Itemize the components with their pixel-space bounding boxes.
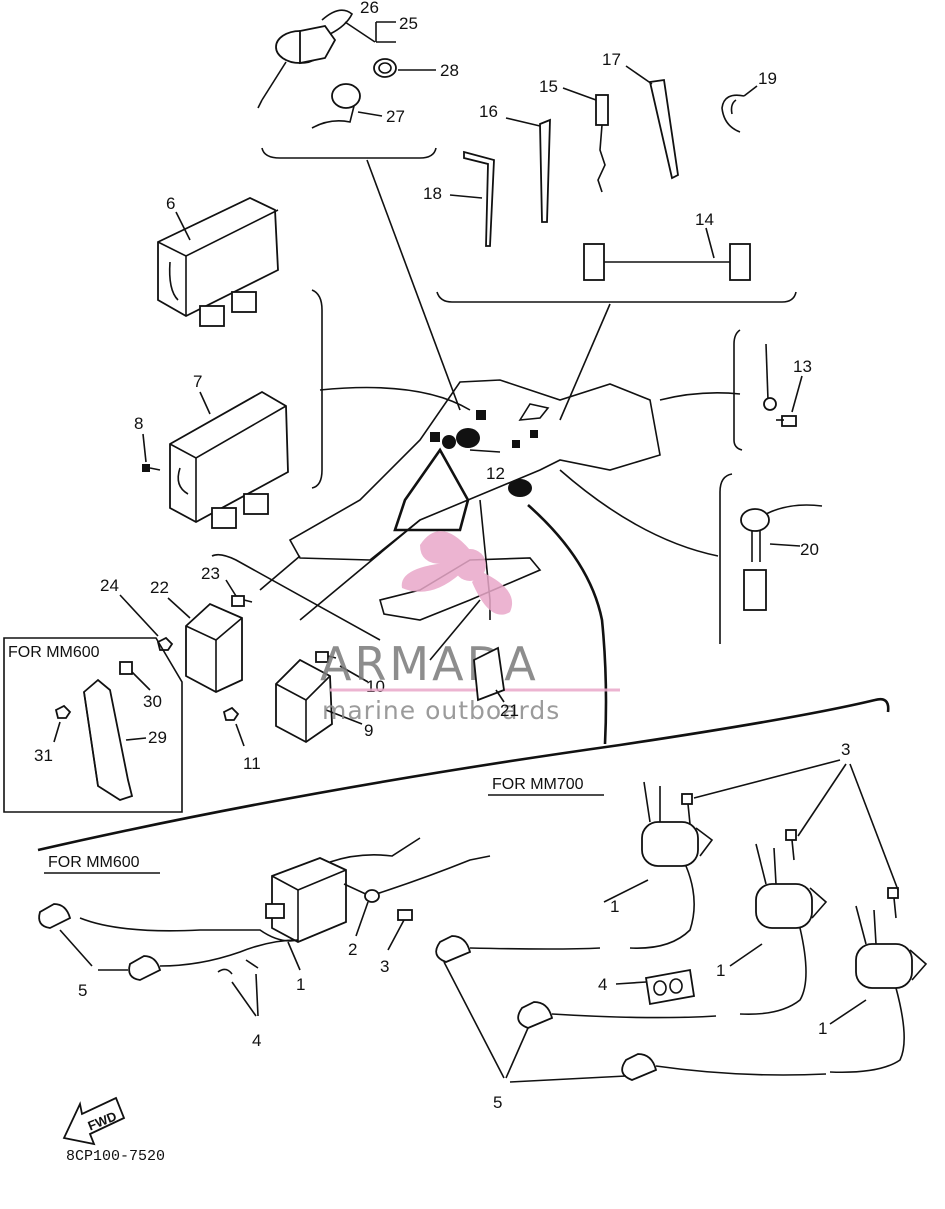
callout-24: 24 [100, 576, 119, 595]
callout-5-mm600: 5 [78, 981, 87, 1000]
callout-4-mm600: 4 [252, 1031, 261, 1050]
callout-7: 7 [193, 372, 202, 391]
callout-6: 6 [166, 194, 175, 213]
wire-band-group [436, 65, 797, 421]
cdi-unit-6 [157, 197, 279, 327]
switch-20 [719, 473, 823, 644]
callout-23: 23 [201, 564, 220, 583]
callout-12: 12 [486, 464, 505, 483]
callout-25: 25 [399, 14, 418, 33]
propeller-logo-icon [401, 531, 513, 615]
callout-28: 28 [440, 61, 459, 80]
fwd-arrow-icon: FWD [62, 1096, 126, 1146]
callout-13: 13 [793, 357, 812, 376]
callout-27: 27 [386, 107, 405, 126]
callout-3-mm700: 3 [841, 740, 850, 759]
callout-21: 21 [500, 701, 519, 720]
callout-4-mm700: 4 [598, 975, 607, 994]
callout-3-mm600: 3 [380, 957, 389, 976]
callout-19: 19 [758, 69, 777, 88]
section-divider [37, 697, 890, 852]
section-label-mm600-inset: FOR MM600 [8, 644, 100, 661]
relay-9 [222, 651, 369, 747]
callout-31: 31 [34, 746, 53, 765]
callout-5-mm700: 5 [493, 1093, 502, 1112]
callout-2: 2 [348, 940, 357, 959]
mm600-inset-box [3, 637, 183, 813]
regulator-22 [119, 553, 381, 694]
callout-20: 20 [800, 540, 819, 559]
ignition-key-group [257, 9, 461, 411]
section-label-mm700: FOR MM700 [492, 776, 584, 793]
ground-bolt-13 [733, 329, 803, 451]
part-code: 8CP100-7520 [66, 1148, 165, 1165]
watermark-brand: ARMADA [320, 637, 539, 691]
callout-29: 29 [148, 728, 167, 747]
section-label-mm600-lower: FOR MM600 [48, 854, 140, 871]
callout-22: 22 [150, 578, 169, 597]
cdi-unit-7 [142, 289, 323, 529]
mm600-ignition-coil [38, 837, 491, 1017]
callout-1-lower: 1 [818, 1019, 827, 1038]
callout-18: 18 [423, 184, 442, 203]
callout-1-mm600: 1 [296, 975, 305, 994]
callout-11: 11 [243, 754, 261, 773]
mm700-ignition-coils [435, 759, 928, 1083]
callout-9: 9 [364, 721, 373, 740]
callout-16: 16 [479, 102, 498, 121]
callout-26: 26 [360, 0, 379, 17]
callout-17: 17 [602, 50, 621, 69]
callout-8: 8 [134, 414, 143, 433]
callout-15: 15 [539, 77, 558, 96]
callout-30: 30 [143, 692, 162, 711]
watermark-tagline: marine outboards [322, 696, 560, 725]
callout-14: 14 [695, 210, 714, 229]
callout-1-upper: 1 [610, 897, 619, 916]
callout-1-middle: 1 [716, 961, 725, 980]
